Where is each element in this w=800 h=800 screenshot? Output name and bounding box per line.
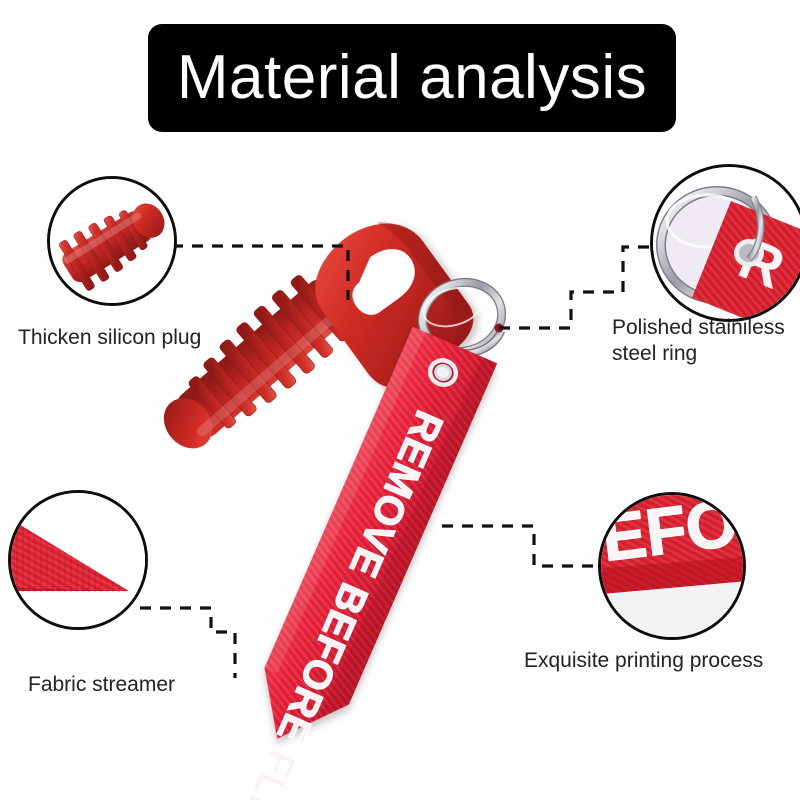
callout-circle-steel-ring: R bbox=[650, 164, 800, 322]
caption-steel-ring: Polished stainiless steel ring bbox=[612, 316, 785, 365]
fabric-streamer-zoom-art bbox=[11, 493, 145, 627]
caption-fabric-streamer: Fabric streamer bbox=[28, 673, 176, 696]
printing-process-zoom-art: EFORE bbox=[601, 495, 743, 637]
callout-circle-printing-process: EFORE bbox=[598, 492, 746, 640]
callout-circle-silicon-plug bbox=[47, 176, 177, 306]
callout-circle-fabric-streamer bbox=[8, 490, 148, 630]
page-title: Material analysis bbox=[176, 43, 648, 112]
caption-silicon-plug: Thicken silicon plug bbox=[18, 326, 202, 349]
steel-ring-zoom-art: R bbox=[653, 167, 800, 319]
caption-printing-process: Exquisite printing process bbox=[524, 649, 764, 672]
title-banner: Material analysis bbox=[148, 24, 676, 132]
silicon-plug-zoom-art bbox=[50, 179, 174, 303]
